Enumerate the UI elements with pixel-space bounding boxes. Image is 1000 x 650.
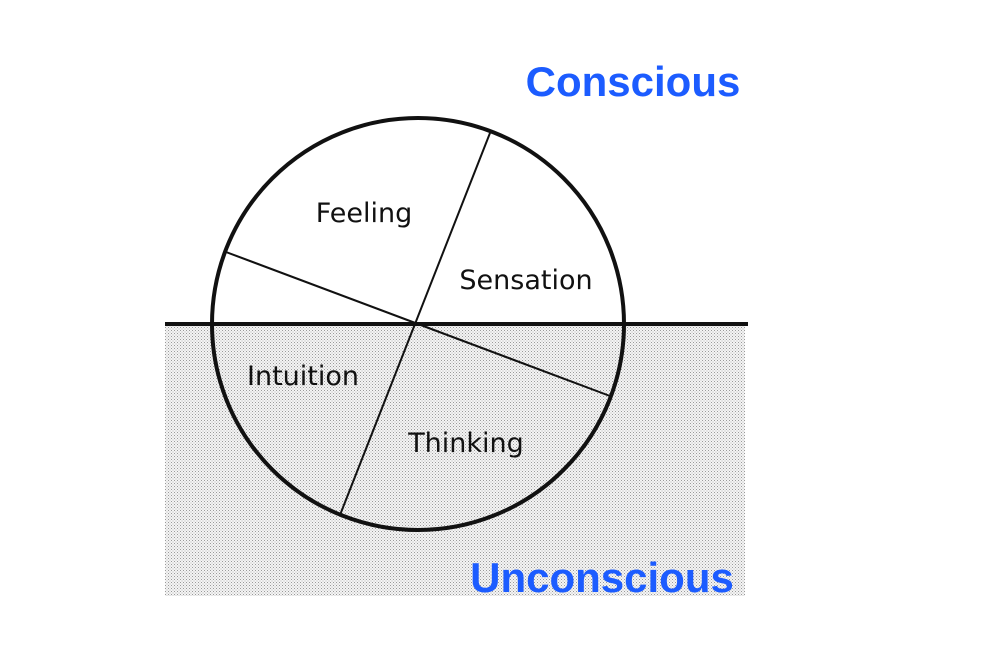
function-label-sensation: Sensation xyxy=(459,265,592,296)
function-label-feeling: Feeling xyxy=(316,198,413,229)
function-label-thinking: Thinking xyxy=(407,428,524,459)
circle-unconscious-half xyxy=(212,324,624,530)
unconscious-label: Unconscious xyxy=(470,554,734,601)
function-label-intuition: Intuition xyxy=(247,361,359,392)
conscious-label: Conscious xyxy=(526,58,741,105)
